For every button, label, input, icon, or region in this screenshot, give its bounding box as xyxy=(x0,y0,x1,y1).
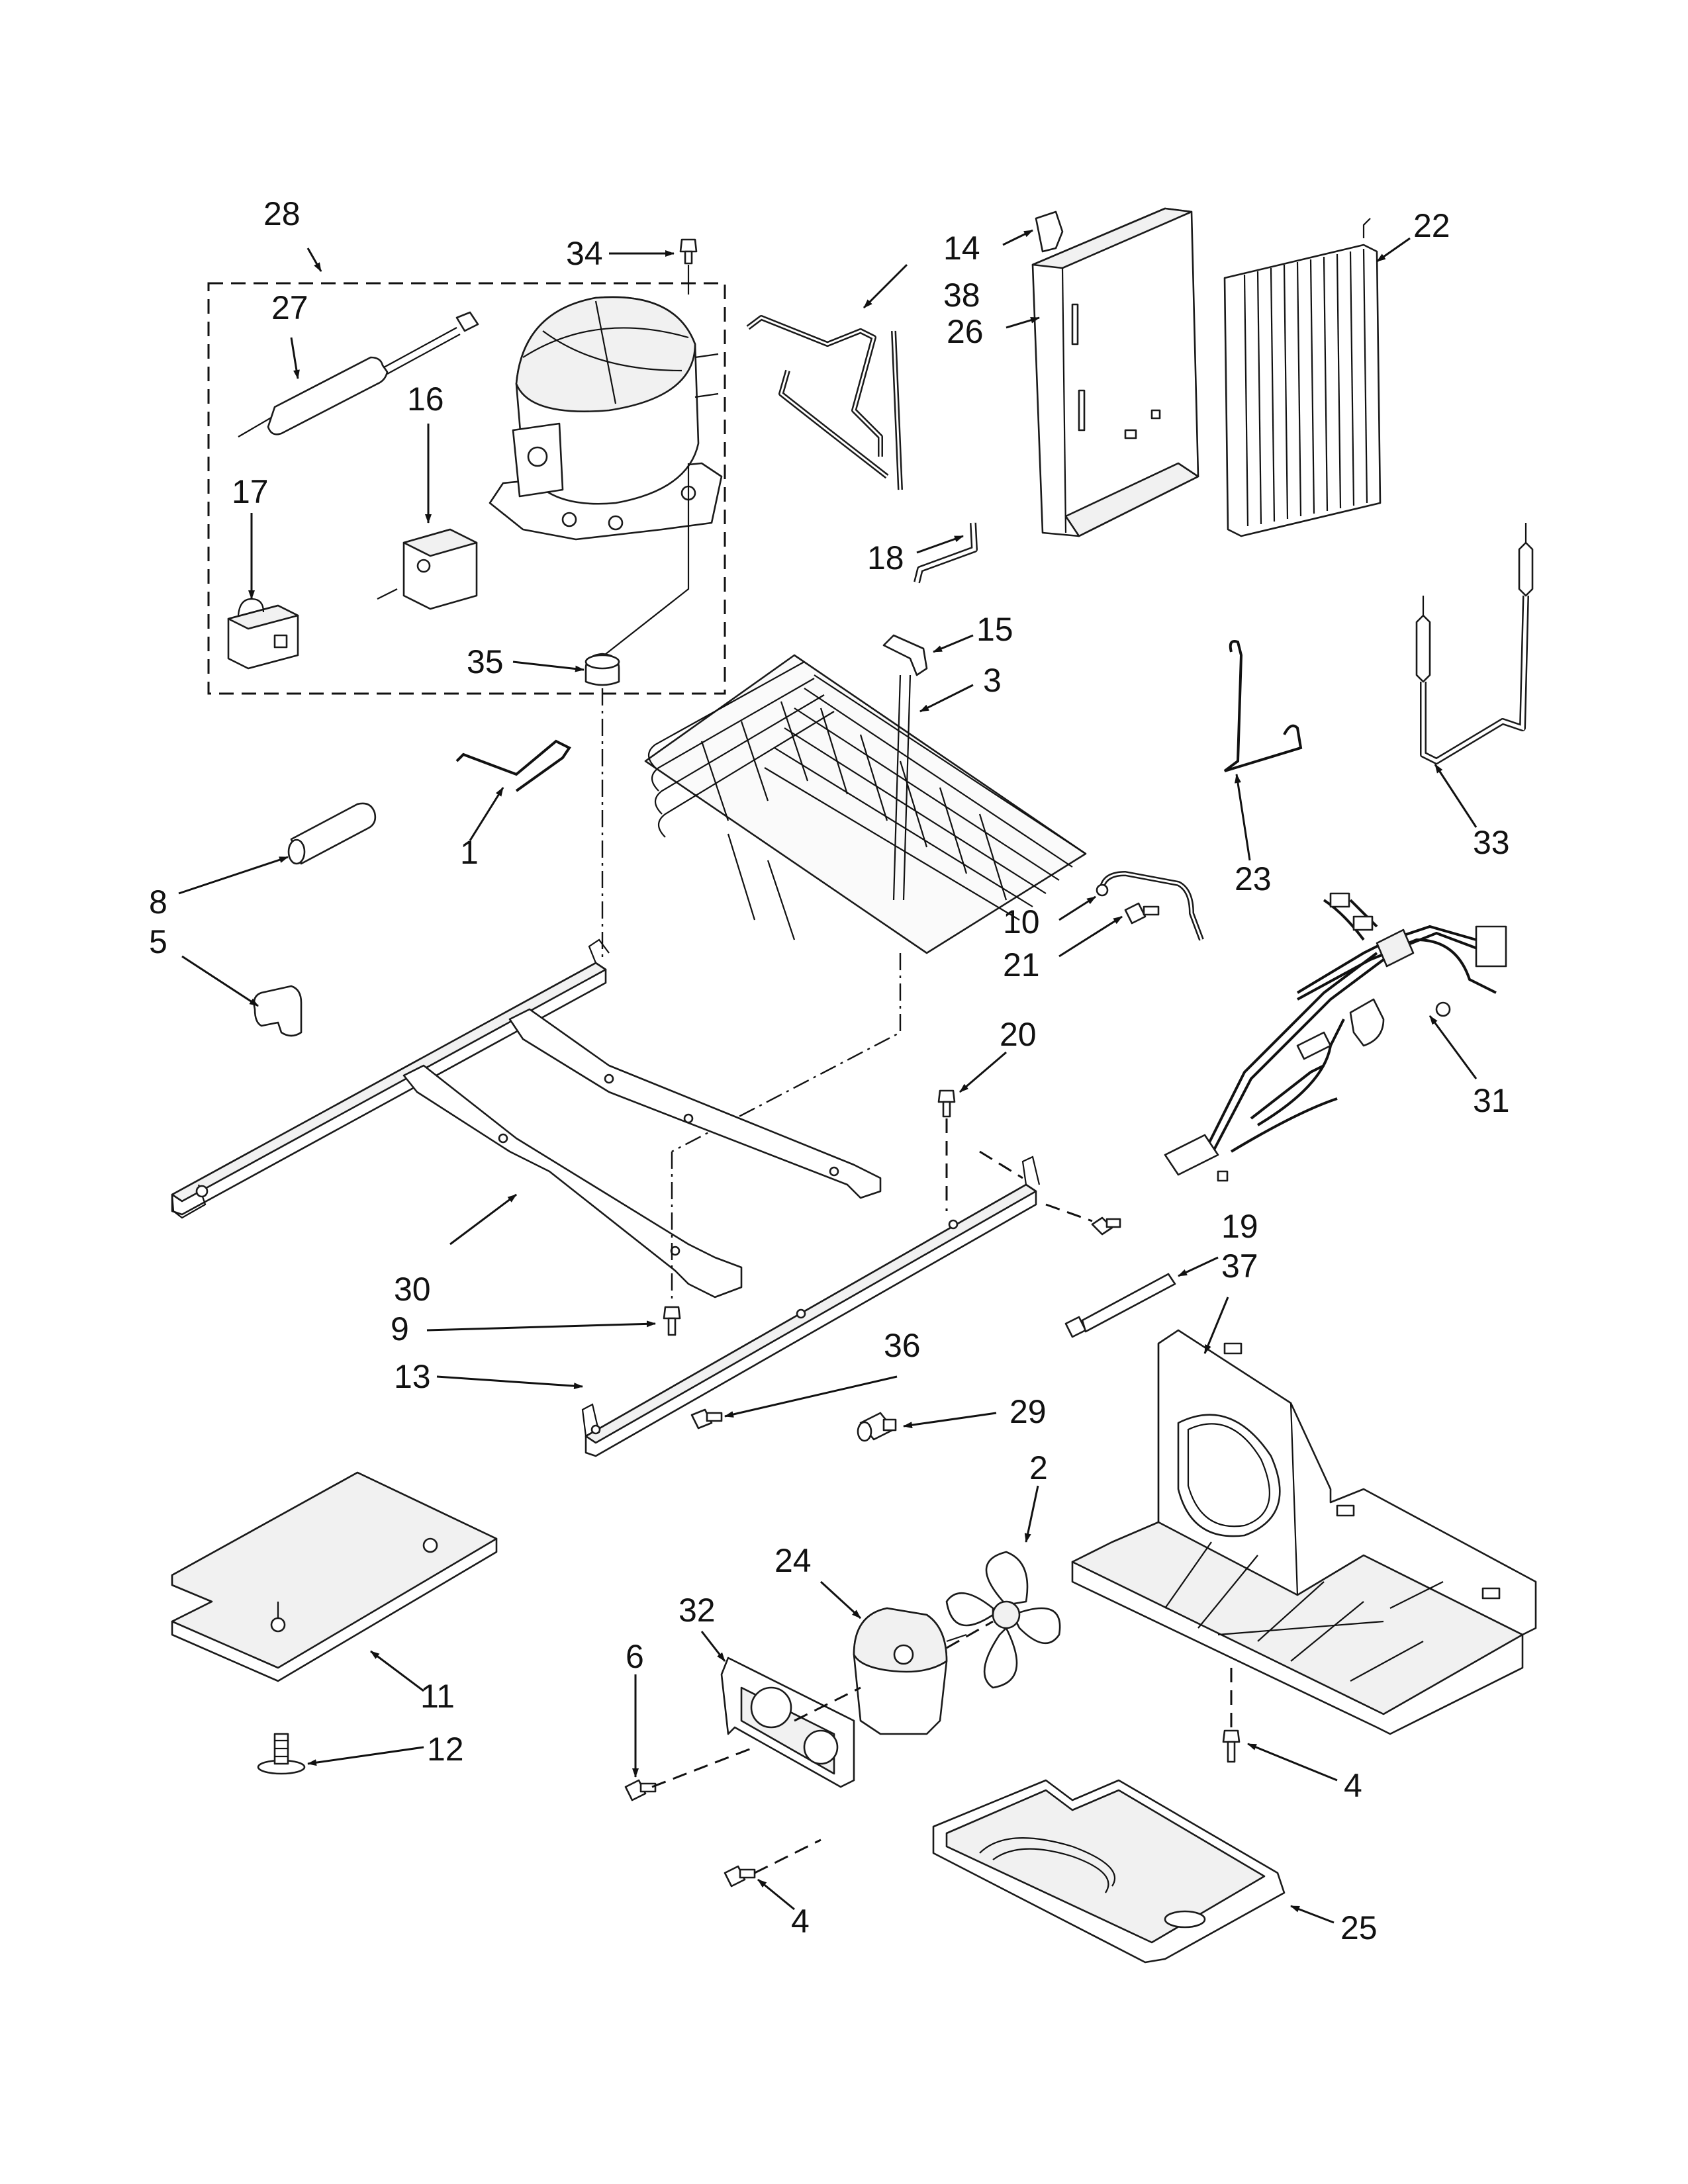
callout-18: 18 xyxy=(867,539,904,576)
clip-38[interactable] xyxy=(1035,210,1064,253)
frame-30[interactable] xyxy=(171,938,882,1298)
harness-31[interactable] xyxy=(1164,892,1507,1182)
callout-22: 22 xyxy=(1413,207,1450,244)
callout-16: 16 xyxy=(407,381,444,418)
callout-15: 15 xyxy=(976,611,1013,648)
tube-14[interactable] xyxy=(746,315,903,490)
callout-33: 33 xyxy=(1473,824,1510,861)
callout-28: 28 xyxy=(263,195,301,232)
callout-9: 9 xyxy=(391,1310,409,1347)
wire-1[interactable] xyxy=(455,739,571,792)
screw-6[interactable] xyxy=(624,1779,657,1801)
callout-13: 13 xyxy=(394,1358,431,1395)
screw-21[interactable] xyxy=(1124,902,1160,925)
clip-15[interactable] xyxy=(882,634,928,676)
callout-4b: 4 xyxy=(791,1903,810,1940)
tube-10[interactable] xyxy=(1096,871,1204,941)
callout-20: 20 xyxy=(1000,1016,1037,1053)
callout-37: 37 xyxy=(1221,1248,1258,1285)
callout-34: 34 xyxy=(566,235,603,272)
rail-13[interactable] xyxy=(581,1150,1093,1457)
grommet-35[interactable] xyxy=(585,653,620,686)
overload-part[interactable] xyxy=(227,598,299,670)
callout-26: 26 xyxy=(947,313,984,350)
base-37[interactable] xyxy=(1071,1329,1537,1735)
callout-31: 31 xyxy=(1473,1082,1510,1119)
leader-lines xyxy=(178,229,1477,1924)
callout-19: 19 xyxy=(1221,1208,1258,1245)
screw-36b[interactable] xyxy=(1091,1216,1121,1236)
relay-part[interactable] xyxy=(377,528,478,610)
wire-23[interactable] xyxy=(1223,640,1303,772)
callout-17: 17 xyxy=(232,473,269,510)
foot-12[interactable] xyxy=(257,1733,306,1775)
callout-24: 24 xyxy=(774,1542,812,1579)
callout-32: 32 xyxy=(679,1592,716,1629)
callout-labels: 28 27 16 17 34 35 14 38 26 22 18 15 3 1 … xyxy=(149,195,1510,1946)
callout-4a: 4 xyxy=(1344,1767,1362,1804)
callout-6: 6 xyxy=(626,1638,644,1675)
bolt-34[interactable] xyxy=(679,238,698,265)
condenser-22[interactable] xyxy=(1223,218,1382,537)
callout-21: 21 xyxy=(1003,946,1040,983)
callout-12: 12 xyxy=(427,1731,464,1768)
bracket-5[interactable] xyxy=(253,985,303,1037)
callout-25: 25 xyxy=(1340,1909,1378,1946)
housing-26[interactable] xyxy=(1031,207,1199,537)
fan-blade-2[interactable] xyxy=(945,1551,1061,1689)
compressor-kit-box xyxy=(207,282,726,695)
compressor-part[interactable] xyxy=(489,296,723,541)
screw-4b[interactable] xyxy=(724,1865,756,1888)
callout-11: 11 xyxy=(420,1678,455,1715)
cover-11[interactable] xyxy=(171,1471,498,1682)
bracket-32[interactable] xyxy=(720,1657,855,1788)
fan-motor-24[interactable] xyxy=(853,1607,967,1735)
evaporator-3[interactable] xyxy=(644,654,1087,954)
callout-36: 36 xyxy=(884,1327,921,1364)
callout-5: 5 xyxy=(149,923,167,960)
callout-1: 1 xyxy=(460,834,479,871)
tube-18[interactable] xyxy=(914,522,978,584)
callout-14: 14 xyxy=(943,230,980,267)
screw-36[interactable] xyxy=(690,1408,723,1430)
callout-10: 10 xyxy=(1003,903,1040,940)
callout-27: 27 xyxy=(271,289,308,326)
screw-20[interactable] xyxy=(937,1089,956,1118)
cable-tie-19[interactable] xyxy=(1064,1273,1176,1338)
screw-9[interactable] xyxy=(663,1306,681,1336)
tube-33[interactable] xyxy=(1415,523,1534,764)
drain-pan-25[interactable] xyxy=(932,1779,1286,1964)
sleeve-8[interactable] xyxy=(287,802,377,865)
callout-29: 29 xyxy=(1009,1393,1047,1430)
grommet-29[interactable] xyxy=(857,1412,897,1442)
callout-23: 23 xyxy=(1235,860,1272,897)
callout-38: 38 xyxy=(943,277,980,314)
callout-2: 2 xyxy=(1029,1449,1048,1486)
callout-8: 8 xyxy=(149,884,167,921)
callout-3: 3 xyxy=(983,662,1002,699)
screw-4a[interactable] xyxy=(1222,1729,1241,1763)
callout-30: 30 xyxy=(394,1271,431,1308)
callout-35: 35 xyxy=(467,643,504,680)
drier-part[interactable] xyxy=(238,311,479,437)
